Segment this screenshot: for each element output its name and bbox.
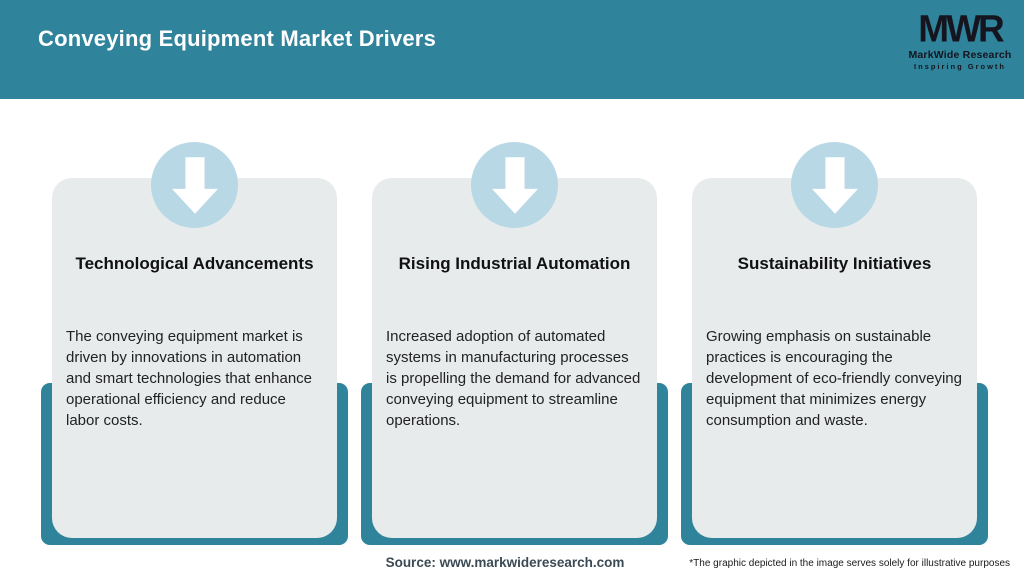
markwide-research-logo: MWR MarkWide Research Inspiring Growth [905,10,1015,70]
driver-card: Technological Advancements The conveying… [52,178,337,538]
card-title: Technological Advancements [75,254,314,273]
driver-card-group-3: Sustainability Initiatives Growing empha… [681,0,988,576]
down-arrow-icon [151,142,238,228]
card-body: The conveying equipment market is driven… [66,328,312,429]
logo-tagline: Inspiring Growth [914,61,1006,71]
driver-card: Sustainability Initiatives Growing empha… [692,178,977,538]
card-title: Rising Industrial Automation [398,254,631,273]
driver-card-group-1: Technological Advancements The conveying… [41,0,348,576]
mwr-logo-icon: MWR [918,7,1004,50]
card-body: Increased adoption of automated systems … [386,328,641,429]
header-bar: Conveying Equipment Market Drivers MWR M… [0,0,1024,99]
driver-card-group-2: Rising Industrial Automation Increased a… [361,0,668,576]
disclaimer-text: *The graphic depicted in the image serve… [689,558,1010,569]
down-arrow-icon [791,142,878,228]
card-body: Growing emphasis on sustainable practice… [706,328,962,429]
logo-company-name: MarkWide Research [908,49,1012,61]
source-text: Source: www.markwideresearch.com [385,555,625,570]
driver-card: Rising Industrial Automation Increased a… [372,178,657,538]
down-arrow-icon [471,142,558,228]
page-title: Conveying Equipment Market Drivers [38,26,437,51]
card-title: Sustainability Initiatives [737,254,932,273]
